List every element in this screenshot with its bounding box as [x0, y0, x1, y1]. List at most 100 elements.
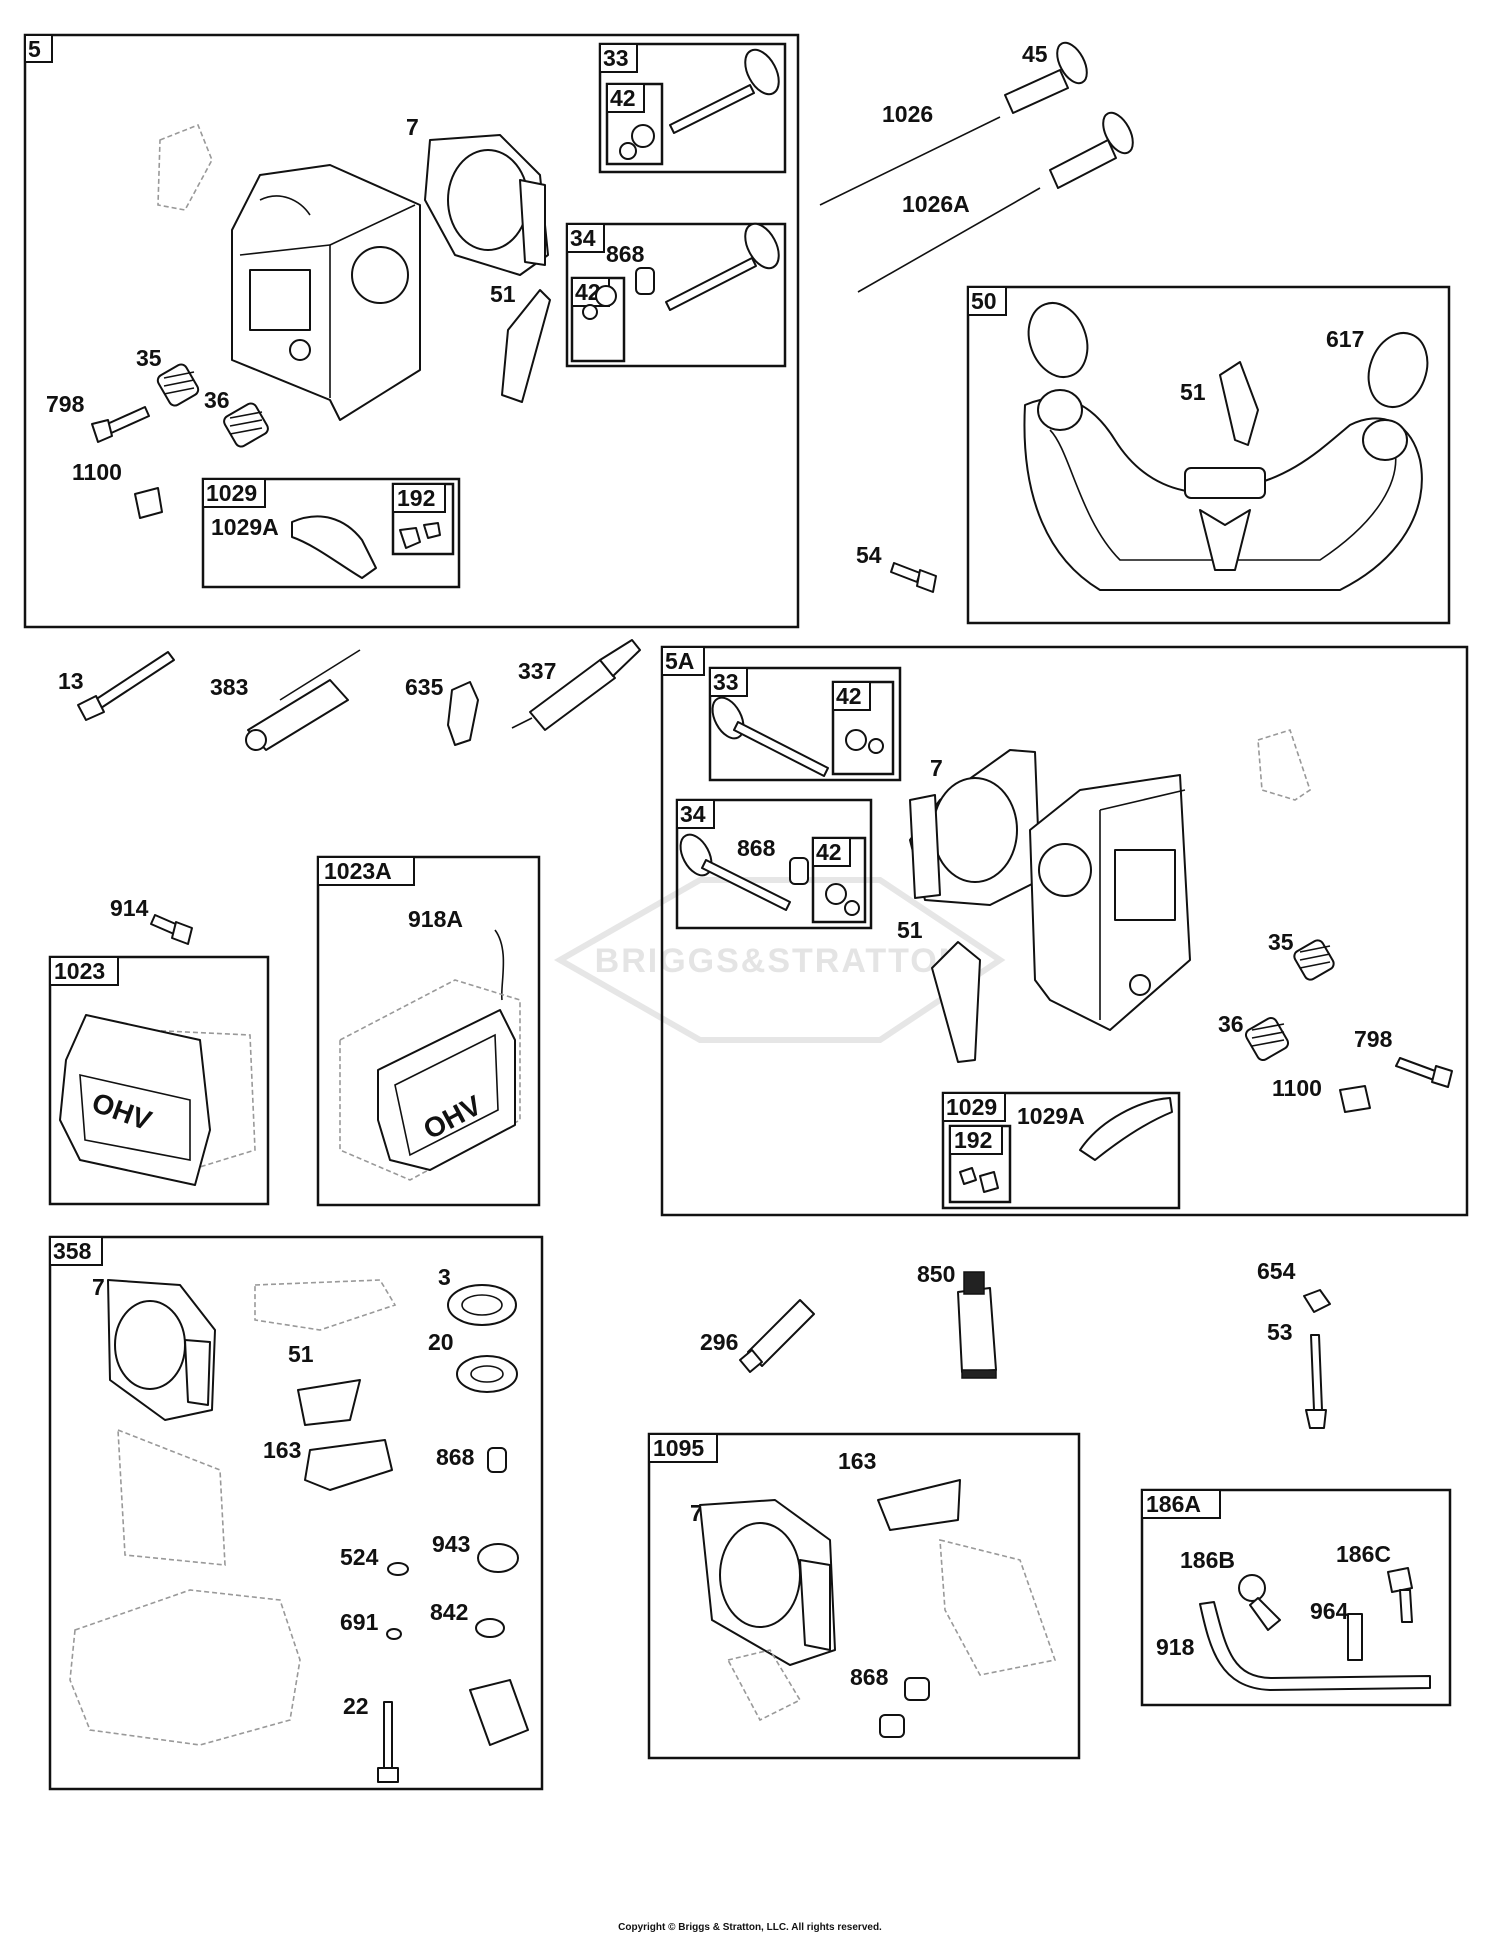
clip-icon — [134, 487, 163, 519]
group-tag: 34 — [570, 225, 596, 251]
part-label: 35 — [1268, 929, 1294, 955]
bolt-icon — [77, 651, 175, 721]
part-label: 850 — [917, 1261, 955, 1287]
part-label: 1100 — [1272, 1075, 1322, 1101]
part-label: 45 — [1022, 41, 1048, 67]
group-tag: 1029 — [206, 480, 257, 506]
group-tag: 50 — [971, 288, 997, 314]
intake-manifold-icon — [1023, 389, 1423, 591]
part-label: 842 — [430, 1599, 468, 1625]
valve-seal-icon — [825, 883, 847, 905]
gasket-outline-icon — [939, 1538, 1057, 1676]
valve-seal-icon — [631, 124, 655, 148]
part-label: 186B — [1180, 1547, 1235, 1573]
valve-icon — [669, 48, 780, 134]
cylinder-head-icon — [231, 164, 421, 421]
part-label: 1100 — [72, 459, 122, 485]
part-label: 1026A — [902, 191, 970, 217]
valve-icon — [665, 222, 780, 311]
valve-cover-icon: OHV — [59, 1014, 211, 1186]
part-label: 383 — [210, 674, 248, 700]
tube-icon — [1347, 1613, 1363, 1661]
part-label: 51 — [288, 1341, 314, 1367]
valve-guide-icon — [879, 1714, 905, 1738]
crankcase-gasket-icon — [69, 1589, 301, 1746]
rocker-arm-icon — [291, 515, 377, 579]
part-label: 163 — [263, 1437, 301, 1463]
bolt-icon — [377, 1701, 399, 1783]
part-label: 35 — [136, 345, 162, 371]
part-label: 186C — [1336, 1541, 1391, 1567]
head-gasket-icon — [424, 134, 549, 276]
group-tag: 34 — [680, 801, 706, 827]
part-label: 1026 — [882, 101, 933, 127]
gasket-ring-icon — [1027, 302, 1089, 378]
part-label: 337 — [518, 658, 556, 684]
intake-gasket-icon — [501, 289, 551, 403]
part-label: 51 — [490, 281, 516, 307]
part-label: 868 — [606, 241, 645, 267]
group-1095: 1095 163 7 868 — [647, 1432, 1081, 1760]
exhaust-gasket-icon — [304, 1439, 393, 1491]
valve-icon — [679, 833, 791, 911]
valve-guide-icon — [635, 267, 655, 295]
bolt-icon — [150, 914, 193, 945]
group-186A: 186A 186B 186C 964 918 — [1140, 1488, 1452, 1707]
part-label: 22 — [343, 1693, 369, 1719]
part-label: 943 — [432, 1531, 470, 1557]
part-label: 914 — [110, 895, 149, 921]
o-ring-icon — [387, 1562, 409, 1576]
spark-plug-boot-icon — [447, 681, 479, 746]
valve-keeper-icon — [582, 304, 598, 320]
gasket-outline-icon — [157, 123, 213, 211]
valve-spring-icon — [223, 402, 269, 448]
push-rod-tube-icon — [1049, 111, 1134, 189]
part-label: 7 — [406, 114, 419, 140]
intake-gasket-icon — [931, 941, 981, 1063]
part-label: 1029A — [1017, 1103, 1085, 1129]
push-rod-tube-icon — [1004, 41, 1088, 114]
head-gasket-icon — [909, 749, 1041, 906]
o-ring-icon — [386, 1628, 402, 1640]
pin-icon — [739, 1299, 815, 1373]
spark-plug-icon — [511, 639, 641, 731]
hose-icon — [494, 929, 505, 1001]
part-label: 868 — [850, 1664, 889, 1690]
push-rod-icon — [819, 116, 1001, 206]
gasket-outline-icon — [117, 1428, 226, 1566]
valve-keeper-icon — [868, 738, 884, 754]
clip-icon — [1339, 1085, 1371, 1113]
group-tag: 1029 — [946, 1094, 997, 1120]
group-tag: 5 — [28, 36, 41, 62]
gasket-outline-icon — [254, 1279, 397, 1331]
part-label: 51 — [1180, 379, 1206, 405]
nut-icon — [959, 1167, 999, 1193]
group-tag: 1023A — [324, 858, 392, 884]
group-5A: 5A 33 42 34 868 42 7 — [660, 645, 1469, 1217]
part-label: 20 — [428, 1329, 454, 1355]
head-gasket-icon — [107, 1279, 216, 1421]
part-label: 53 — [1267, 1319, 1293, 1345]
head-gasket-icon — [699, 1499, 836, 1666]
part-label: 3 — [438, 1264, 451, 1290]
group-tag: 192 — [397, 485, 435, 511]
group-tag: 358 — [53, 1238, 92, 1264]
intake-gasket-icon — [1219, 361, 1259, 446]
valve-seal-icon — [845, 729, 867, 751]
part-label: 798 — [46, 391, 85, 417]
fitting-icon — [1238, 1574, 1281, 1631]
part-label: 868 — [436, 1444, 475, 1470]
stud-icon — [1305, 1334, 1327, 1429]
part-label: 51 — [897, 917, 923, 943]
group-tag: 42 — [836, 683, 862, 709]
part-label: 524 — [340, 1544, 379, 1570]
group-tag: 33 — [713, 669, 739, 695]
part-label: 918A — [408, 906, 463, 932]
fitting-icon — [1387, 1567, 1413, 1623]
group-tag: 42 — [610, 85, 636, 111]
group-5: 5 33 42 34 868 42 1029 1029A — [23, 33, 800, 629]
group-tag: 1095 — [653, 1435, 704, 1461]
part-label: 635 — [405, 674, 444, 700]
part-label: 7 — [930, 755, 943, 781]
